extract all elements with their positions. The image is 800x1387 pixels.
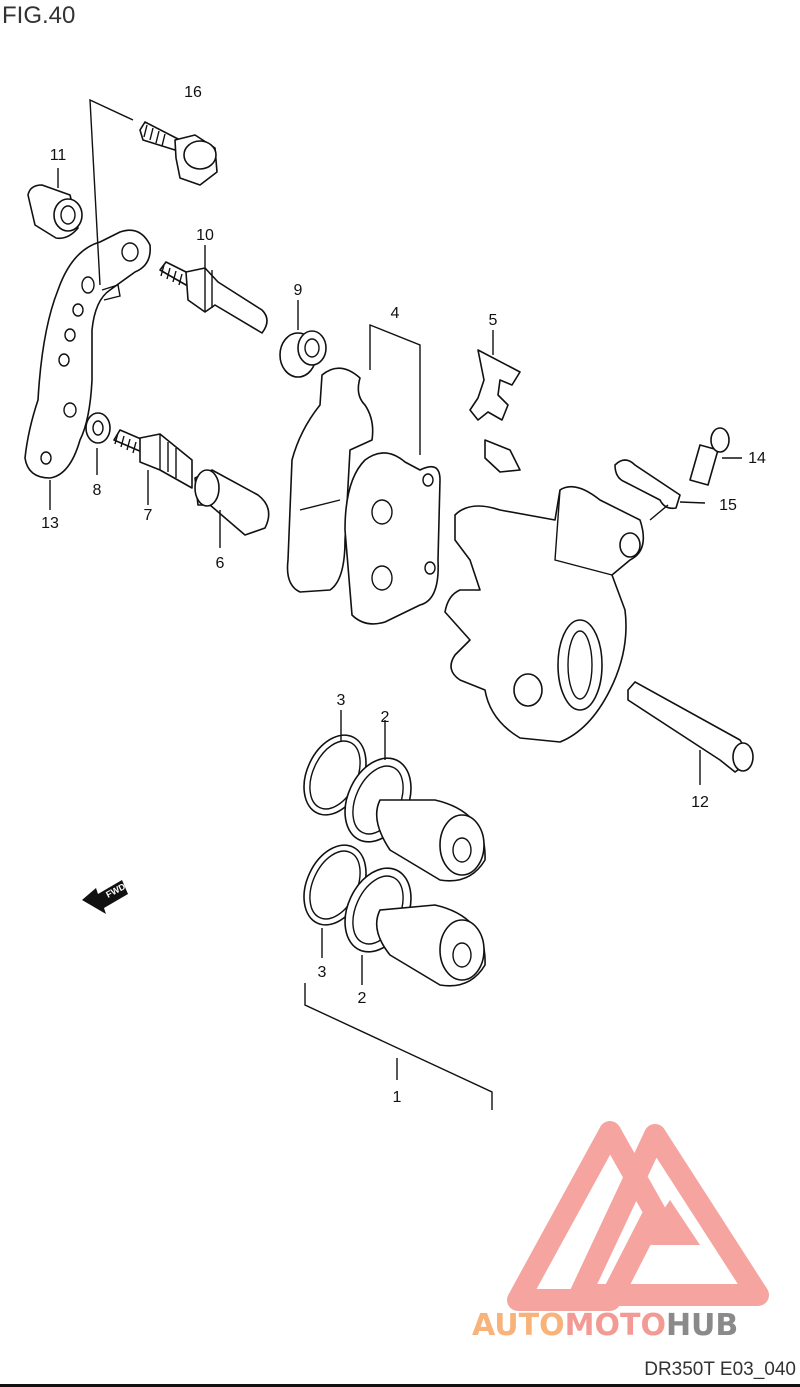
part-8-washer (85, 412, 111, 444)
figure-title: FIG.40 (2, 2, 76, 29)
assembly-1-bracket (304, 983, 493, 1110)
part-16-bolt (139, 121, 218, 186)
part-9-boot (279, 330, 327, 378)
part-12-pin (627, 681, 754, 773)
callout-7: 7 (144, 507, 153, 524)
fwd-arrow-icon: FWD (82, 880, 128, 914)
part-11-sleeve (27, 184, 83, 240)
callout-10: 10 (196, 227, 214, 244)
callout-15: 15 (719, 497, 737, 514)
callout-16: 16 (184, 84, 202, 101)
callout-4: 4 (391, 305, 400, 322)
watermark-moto: MOTO (565, 1308, 666, 1343)
part-4-pad (286, 367, 374, 593)
piston-set-upper (303, 734, 486, 882)
part-15-cap (614, 459, 681, 510)
watermark-logo (507, 1121, 769, 1311)
callout-3-lower: 3 (318, 964, 327, 981)
watermark-hub: HUB (666, 1308, 738, 1343)
callout-2-upper: 2 (381, 709, 390, 726)
part-4-pad-2 (344, 452, 441, 625)
callout-3-upper: 3 (337, 692, 346, 709)
part-6-pin (194, 469, 270, 536)
callout-8: 8 (93, 482, 102, 499)
piston-set-lower (303, 844, 486, 987)
part-7-pin (113, 429, 193, 489)
part-13-bracket (24, 229, 152, 479)
callout-11: 11 (50, 147, 67, 164)
callout-13: 13 (41, 515, 59, 532)
part-14-bleeder (689, 427, 730, 486)
callout-12: 12 (691, 794, 709, 811)
part-5-spring (469, 349, 521, 473)
callout-2-lower: 2 (358, 990, 367, 1007)
caliper-body (444, 485, 645, 743)
callout-6: 6 (216, 555, 225, 572)
watermark-auto: AUTO (472, 1308, 565, 1343)
callout-5: 5 (489, 312, 498, 329)
callout-1: 1 (393, 1089, 402, 1106)
callout-9: 9 (294, 282, 303, 299)
part-10-pin (159, 261, 268, 334)
watermark-text: AUTOMOTOHUB (472, 1308, 738, 1343)
bottom-border (0, 1384, 800, 1387)
callout-14: 14 (748, 450, 766, 467)
figure-code: DR350T E03_040 (644, 1359, 796, 1380)
